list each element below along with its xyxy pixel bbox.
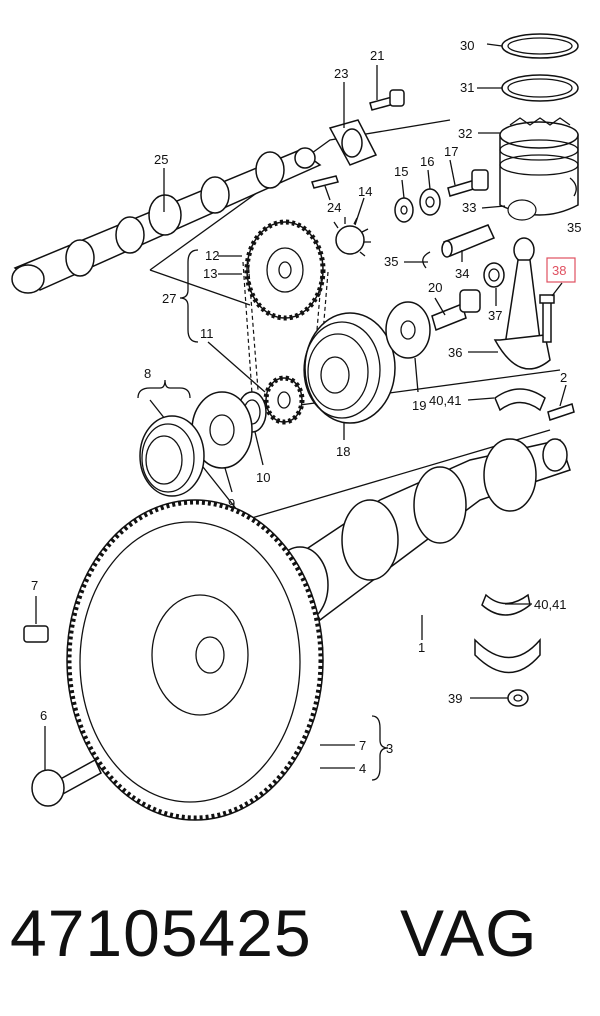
brand-name: VAG xyxy=(400,896,538,970)
callout-30: 30 xyxy=(460,38,474,53)
callout-11: 11 xyxy=(200,326,214,341)
callout-33: 33 xyxy=(462,200,476,215)
pulley-18 xyxy=(303,312,396,424)
callout-27: 27 xyxy=(162,291,176,306)
leader-lines xyxy=(35,43,567,770)
callout-labels: 30 31 32 33 35 21 23 25 15 16 17 24 14 3… xyxy=(31,38,581,776)
washer-19 xyxy=(385,301,431,359)
exploded-parts-diagram: 30 31 32 33 35 21 23 25 15 16 17 24 14 3… xyxy=(11,33,581,821)
callout-17: 17 xyxy=(444,144,458,159)
callout-21: 21 xyxy=(370,48,384,63)
camshaft-25 xyxy=(11,147,322,294)
piston-ring-30 xyxy=(501,33,579,59)
flywheel-3 xyxy=(66,499,324,821)
callout-40-41-lower: 40,41 xyxy=(534,597,567,612)
callout-35-left: 35 xyxy=(384,254,398,269)
bolt-17 xyxy=(447,169,489,197)
callout-35-right: 35 xyxy=(567,220,581,235)
camshaft-sprocket xyxy=(244,219,326,321)
callout-38: 38 xyxy=(552,263,566,278)
washer-16 xyxy=(419,188,441,216)
callout-31: 31 xyxy=(460,80,474,95)
callout-38-highlight xyxy=(546,257,576,283)
connecting-rod-36 xyxy=(493,237,551,370)
callout-13: 13 xyxy=(203,266,217,281)
callout-4: 4 xyxy=(359,761,366,776)
part-number: 47105425 xyxy=(10,896,312,970)
callout-9: 9 xyxy=(228,496,235,511)
callout-3: 3 xyxy=(386,741,393,756)
bearing-shell-40-41-upper xyxy=(494,388,546,412)
camshaft-flange-23 xyxy=(328,119,378,166)
callout-34: 34 xyxy=(455,266,469,281)
callout-6: 6 xyxy=(40,708,47,723)
callout-14: 14 xyxy=(358,184,372,199)
callout-1: 1 xyxy=(418,640,425,655)
callout-7-dowel: 7 xyxy=(31,578,38,593)
crankshaft-1 xyxy=(271,438,571,624)
callout-10: 10 xyxy=(256,470,270,485)
callout-8: 8 xyxy=(144,366,151,381)
nut-39 xyxy=(507,689,529,707)
brace-8 xyxy=(137,379,191,399)
bolt-6 xyxy=(31,758,102,807)
callout-36: 36 xyxy=(448,345,462,360)
callout-19: 19 xyxy=(412,398,426,413)
bolt-21 xyxy=(369,89,405,111)
dowel-pin-7 xyxy=(23,625,49,643)
callout-39: 39 xyxy=(448,691,462,706)
callout-40-41-upper: 40,41 xyxy=(429,393,462,408)
circlip-35 xyxy=(569,177,577,197)
seal-housing-8 xyxy=(139,415,205,497)
piston-pin-34 xyxy=(441,224,496,258)
callout-24: 24 xyxy=(327,200,341,215)
callout-2: 2 xyxy=(560,370,567,385)
callout-16: 16 xyxy=(420,154,434,169)
brace-3 xyxy=(371,715,389,781)
callout-32: 32 xyxy=(458,126,472,141)
callout-15: 15 xyxy=(394,164,408,179)
crankshaft-sprocket-11 xyxy=(263,375,305,425)
woodruff-key-24 xyxy=(311,175,339,189)
bushing-37 xyxy=(483,262,505,288)
brace-27 xyxy=(179,249,199,343)
washer-15 xyxy=(394,197,414,223)
callout-23: 23 xyxy=(334,66,348,81)
piston-ring-31 xyxy=(501,74,579,102)
callout-25: 25 xyxy=(154,152,168,167)
callout-12: 12 xyxy=(205,248,219,263)
piston xyxy=(499,117,579,221)
callout-20: 20 xyxy=(428,280,442,295)
bearing-cap xyxy=(474,637,541,674)
distributor-gear-14 xyxy=(333,217,371,257)
callout-37: 37 xyxy=(488,308,502,323)
key-2 xyxy=(547,403,575,421)
bearing-shell-40-41-lower xyxy=(481,593,531,616)
callout-7-flywheel: 7 xyxy=(359,738,366,753)
bolt-20 xyxy=(431,289,481,332)
callout-18: 18 xyxy=(336,444,350,459)
circlip-35-left xyxy=(422,251,431,269)
conrod-bolt-38 xyxy=(539,294,555,343)
